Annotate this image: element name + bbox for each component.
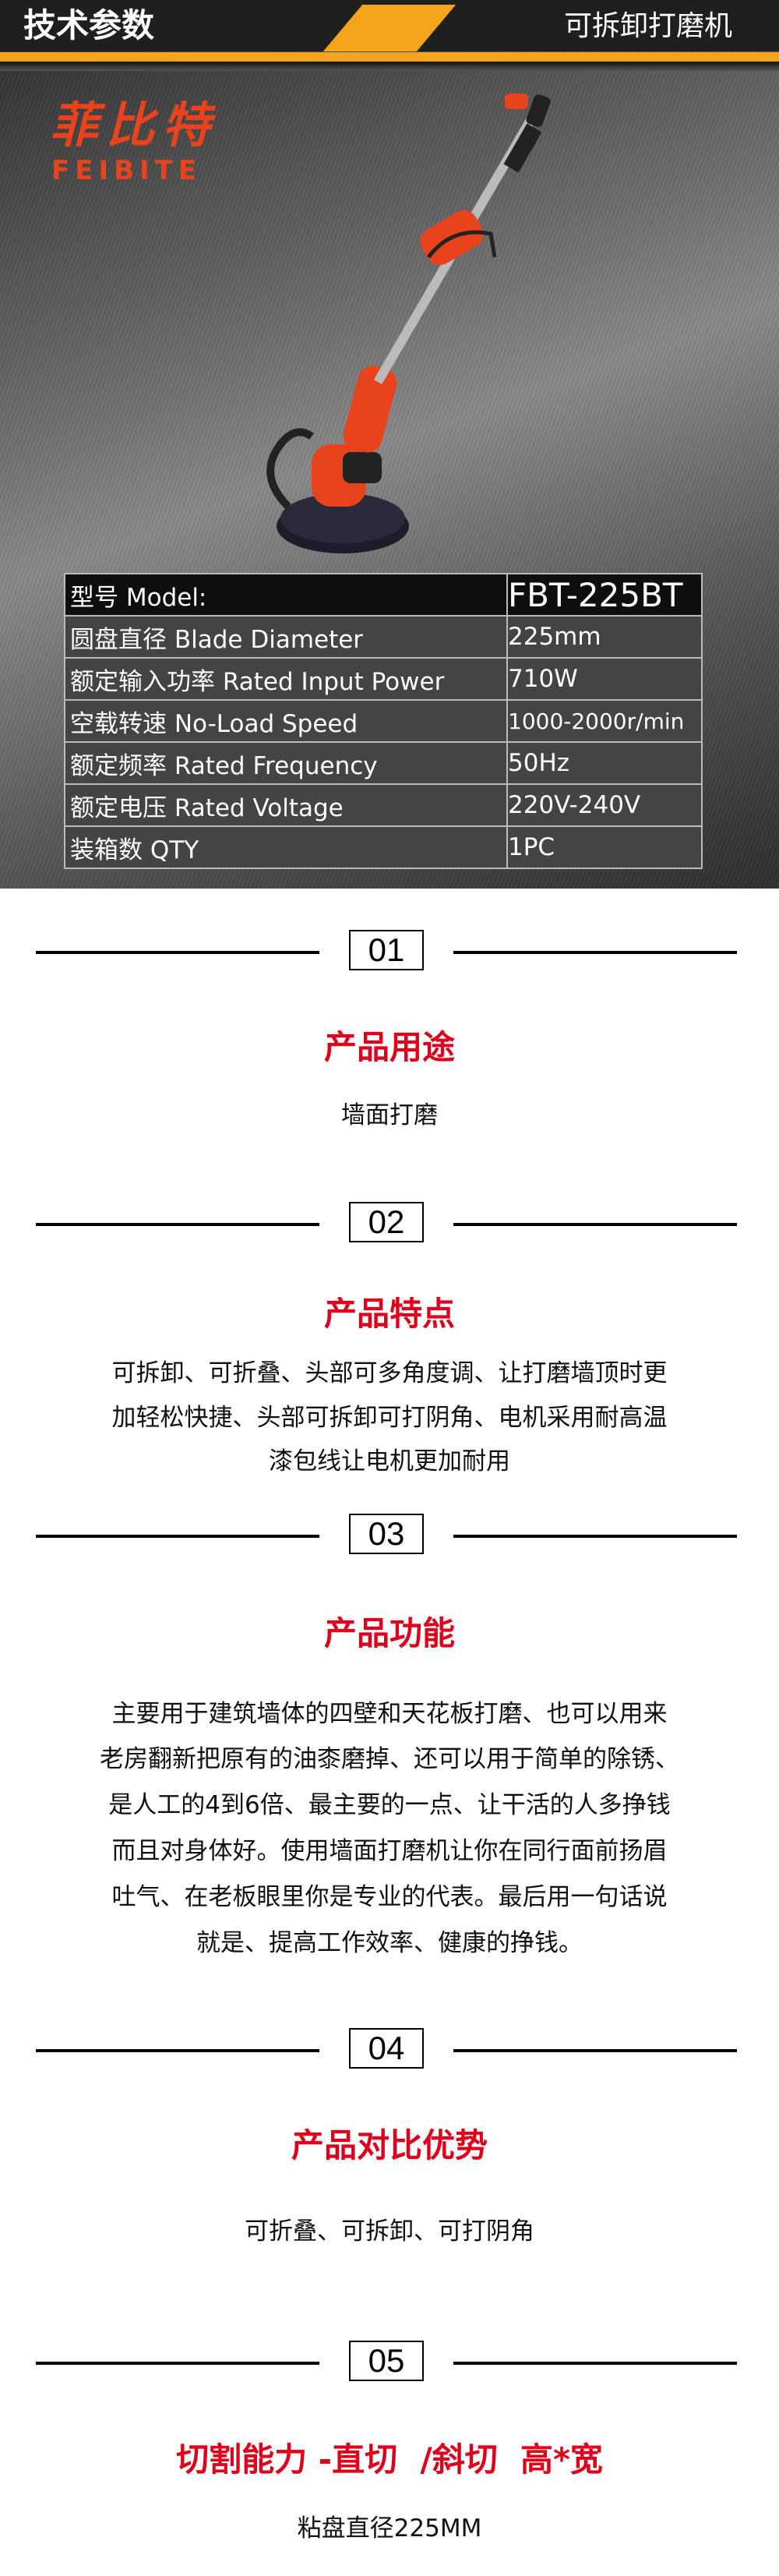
section-divider-right — [453, 2362, 737, 2365]
product-banner: 技术参数 可拆卸打磨机 菲比特 FEIBITE — [0, 0, 779, 889]
section-body-line: 主要用于建筑墙体的四壁和天花板打磨、也可以用来 — [111, 1700, 668, 1728]
header-product-name: 可拆卸打磨机 — [563, 10, 732, 42]
header-bar: 技术参数 可拆卸打磨机 — [0, 0, 779, 51]
spec-label: 额定电压 Rated Voltage — [64, 783, 508, 827]
section-divider-right — [453, 1535, 737, 1538]
header-accent-shape — [323, 5, 456, 51]
table-row: 型号 Model:FBT-225BT — [64, 573, 703, 617]
section-divider-left — [36, 1223, 319, 1226]
section-divider-left — [36, 2362, 319, 2365]
brand-logo-en: FEIBITE — [51, 155, 203, 186]
section-body-line: 就是、提高工作效率、健康的挣钱。 — [196, 1929, 583, 1957]
section-body-line: 可折叠、可拆卸、可打阴角 — [245, 2217, 534, 2246]
spec-label: 空载转速 No-Load Speed — [64, 699, 508, 743]
section-heading: 产品特点 — [323, 1295, 455, 1333]
section-body-line: 老房翻新把原有的油桼磨掉、还可以用于简单的除锈、 — [100, 1745, 679, 1773]
section-number-badge: 01 — [349, 930, 424, 970]
header-shadow — [0, 62, 779, 71]
header-title: 技术参数 — [23, 6, 155, 44]
spec-value: 1PC — [506, 825, 703, 869]
section-divider-right — [453, 1223, 737, 1226]
spec-value: 1000-2000r/min — [506, 699, 703, 743]
section-body-line: 粘盘直径225MM — [297, 2514, 482, 2542]
section-body-line: 而且对身体好。使用墙面打磨机让你在同行面前扬眉 — [111, 1837, 668, 1865]
section-number-badge: 03 — [349, 1514, 424, 1554]
spec-label: 装箱数 QTY — [64, 825, 508, 869]
section-body-line: 加轻松快捷、头部可拆卸可打阴角、电机采用耐高温 — [111, 1404, 668, 1432]
section-heading: 产品功能 — [323, 1614, 455, 1652]
section-number-badge: 04 — [349, 2028, 424, 2069]
spec-value: 710W — [506, 657, 703, 701]
spec-label: 型号 Model: — [64, 573, 508, 617]
section-divider-left — [36, 951, 319, 954]
section-body-line: 是人工的4到6倍、最主要的一点、让干活的人多挣钱 — [108, 1791, 671, 1819]
spec-value: 225mm — [506, 615, 703, 659]
spec-label: 额定输入功率 Rated Input Power — [64, 657, 508, 701]
section-body-line: 吐气、在老板眼里你是专业的代表。最后用一句话说 — [111, 1883, 668, 1911]
section-number-badge: 05 — [349, 2341, 424, 2381]
section-divider-left — [36, 2049, 319, 2052]
section-divider-left — [36, 1535, 319, 1538]
section-divider-right — [453, 2049, 737, 2052]
spec-label: 额定频率 Rated Frequency — [64, 741, 508, 785]
spec-label: 圆盘直径 Blade Diameter — [64, 615, 508, 659]
section-heading: 产品用途 — [323, 1028, 455, 1066]
section-heading: 产品对比优势 — [291, 2126, 488, 2164]
brand-logo-cn: 菲比特 — [50, 97, 219, 154]
drywall-sander-image — [266, 94, 551, 553]
section-divider-right — [453, 951, 737, 954]
header-stripe — [0, 52, 779, 62]
section-heading: 切割能力 -直切 /斜切 高*宽 — [176, 2440, 603, 2479]
section-number-badge: 02 — [349, 1202, 424, 1242]
section-body-line: 墙面打磨 — [341, 1101, 438, 1129]
spec-value: 50Hz — [506, 741, 703, 785]
spec-value: 220V-240V — [506, 783, 703, 827]
section-body-line: 可拆卸、可折叠、头部可多角度调、让打磨墙顶时更 — [111, 1359, 668, 1387]
section-body-line: 漆包线让电机更加耐用 — [269, 1447, 510, 1475]
spec-value: FBT-225BT — [506, 573, 703, 617]
